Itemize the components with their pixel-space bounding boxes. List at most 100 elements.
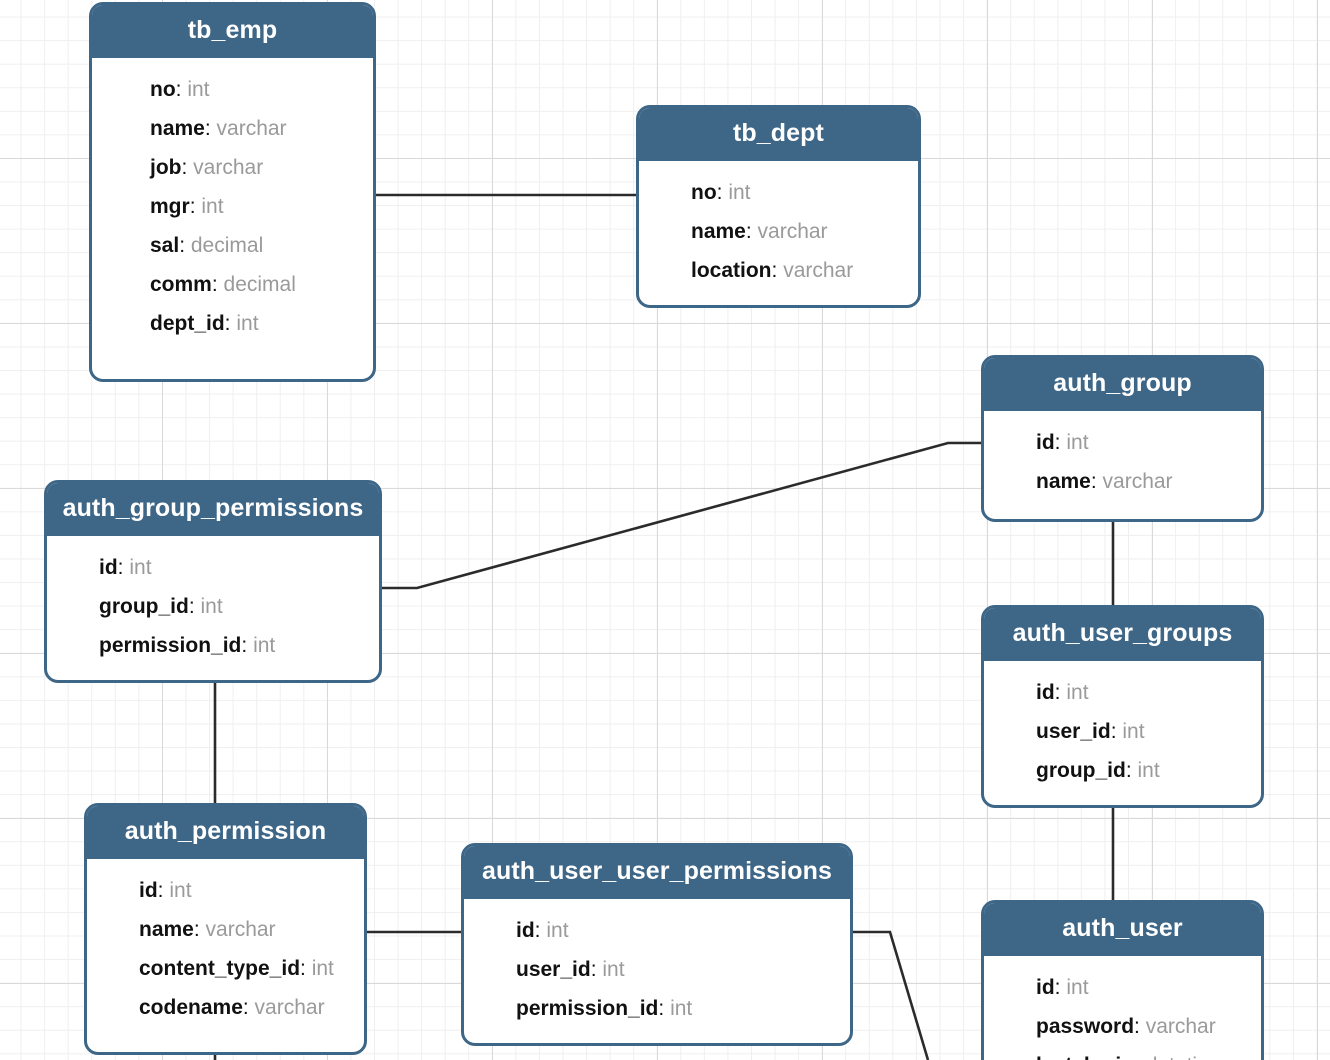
entity-title-auth_user_groups[interactable]: auth_user_groups <box>984 608 1261 661</box>
field-name: last_login <box>1036 1054 1134 1060</box>
field-row[interactable]: id: int <box>984 673 1261 712</box>
field-separator: : <box>181 156 194 179</box>
field-row[interactable]: no: int <box>92 70 373 109</box>
field-row[interactable]: user_id: int <box>464 950 850 989</box>
entity-title-auth_permission[interactable]: auth_permission <box>87 806 364 859</box>
field-type: varchar <box>757 220 828 243</box>
field-separator: : <box>1054 431 1067 454</box>
field-name: location <box>691 259 772 282</box>
field-type: int <box>602 958 625 981</box>
field-row[interactable]: permission_id: int <box>47 626 379 665</box>
field-separator: : <box>590 958 603 981</box>
field-row[interactable]: group_id: int <box>984 751 1261 790</box>
field-type: varchar <box>254 996 325 1019</box>
field-type: varchar <box>1145 1015 1216 1038</box>
field-row[interactable]: id: int <box>984 968 1261 1007</box>
field-name: content_type_id <box>139 957 301 980</box>
field-name: sal <box>150 234 180 257</box>
field-row[interactable]: sal: decimal <box>92 226 373 265</box>
field-separator: : <box>534 919 547 942</box>
field-row[interactable]: permission_id: int <box>464 989 850 1028</box>
field-name: group_id <box>99 595 189 618</box>
field-name: dept_id <box>150 312 225 335</box>
field-row[interactable]: job: varchar <box>92 148 373 187</box>
field-separator: : <box>241 634 254 657</box>
field-row[interactable]: id: int <box>984 423 1261 462</box>
field-row[interactable]: dept_id: int <box>92 304 373 343</box>
field-separator: : <box>1134 1015 1146 1038</box>
entity-title-auth_user[interactable]: auth_user <box>984 903 1261 956</box>
field-row[interactable]: user_id: int <box>984 712 1261 751</box>
field-row[interactable]: name: varchar <box>984 462 1261 501</box>
entity-title-tb_dept[interactable]: tb_dept <box>639 108 918 161</box>
field-name: id <box>139 879 158 902</box>
field-name: codename <box>139 996 243 1019</box>
field-name: id <box>99 556 118 579</box>
field-separator: : <box>193 918 206 941</box>
field-separator: : <box>300 957 312 980</box>
field-separator: : <box>224 312 237 335</box>
field-separator: : <box>1110 720 1123 743</box>
field-type: int <box>311 957 334 980</box>
field-type: int <box>200 595 223 618</box>
field-row[interactable]: id: int <box>87 871 364 910</box>
entity-title-auth_group_permissions[interactable]: auth_group_permissions <box>47 483 379 536</box>
field-type: int <box>728 181 751 204</box>
field-name: group_id <box>1036 759 1126 782</box>
field-type: int <box>253 634 276 657</box>
entity-title-auth_group[interactable]: auth_group <box>984 358 1261 411</box>
field-row[interactable]: name: varchar <box>639 212 918 251</box>
field-type: varchar <box>1102 470 1173 493</box>
field-name: comm <box>150 273 212 296</box>
field-type: varchar <box>783 259 854 282</box>
field-row[interactable]: id: int <box>47 548 379 587</box>
field-row[interactable]: name: varchar <box>87 910 364 949</box>
field-row[interactable]: name: varchar <box>92 109 373 148</box>
entity-title-auth_user_user_permissions[interactable]: auth_user_user_permissions <box>464 846 850 899</box>
field-row[interactable]: group_id: int <box>47 587 379 626</box>
field-name: id <box>1036 976 1055 999</box>
field-type: int <box>670 997 693 1020</box>
field-type: int <box>1066 976 1089 999</box>
field-row[interactable]: content_type_id: int <box>87 949 364 988</box>
field-row[interactable]: no: int <box>639 173 918 212</box>
field-type: int <box>1137 759 1160 782</box>
field-name: id <box>1036 681 1055 704</box>
relationship-edge[interactable] <box>382 441 981 590</box>
field-separator: : <box>658 997 671 1020</box>
field-name: job <box>150 156 182 179</box>
entity-title-tb_emp[interactable]: tb_emp <box>92 5 373 58</box>
field-row[interactable]: codename: varchar <box>87 988 364 1027</box>
field-separator: : <box>1054 976 1067 999</box>
field-separator: : <box>175 78 188 101</box>
field-name: name <box>139 918 194 941</box>
field-name: no <box>150 78 176 101</box>
field-name: user_id <box>1036 720 1111 743</box>
field-row[interactable]: location: varchar <box>639 251 918 290</box>
field-type: varchar <box>205 918 276 941</box>
field-type: decimal <box>223 273 296 296</box>
relationship-edge[interactable] <box>853 930 930 1060</box>
field-name: name <box>1036 470 1091 493</box>
field-row[interactable]: password: varchar <box>984 1007 1261 1046</box>
field-type: varchar <box>216 117 287 140</box>
field-row[interactable]: id: int <box>464 911 850 950</box>
field-separator: : <box>188 595 201 618</box>
field-row[interactable]: comm: decimal <box>92 265 373 304</box>
field-type: int <box>546 919 569 942</box>
field-row[interactable]: mgr: int <box>92 187 373 226</box>
field-row[interactable]: last_login: datetime <box>984 1046 1261 1060</box>
